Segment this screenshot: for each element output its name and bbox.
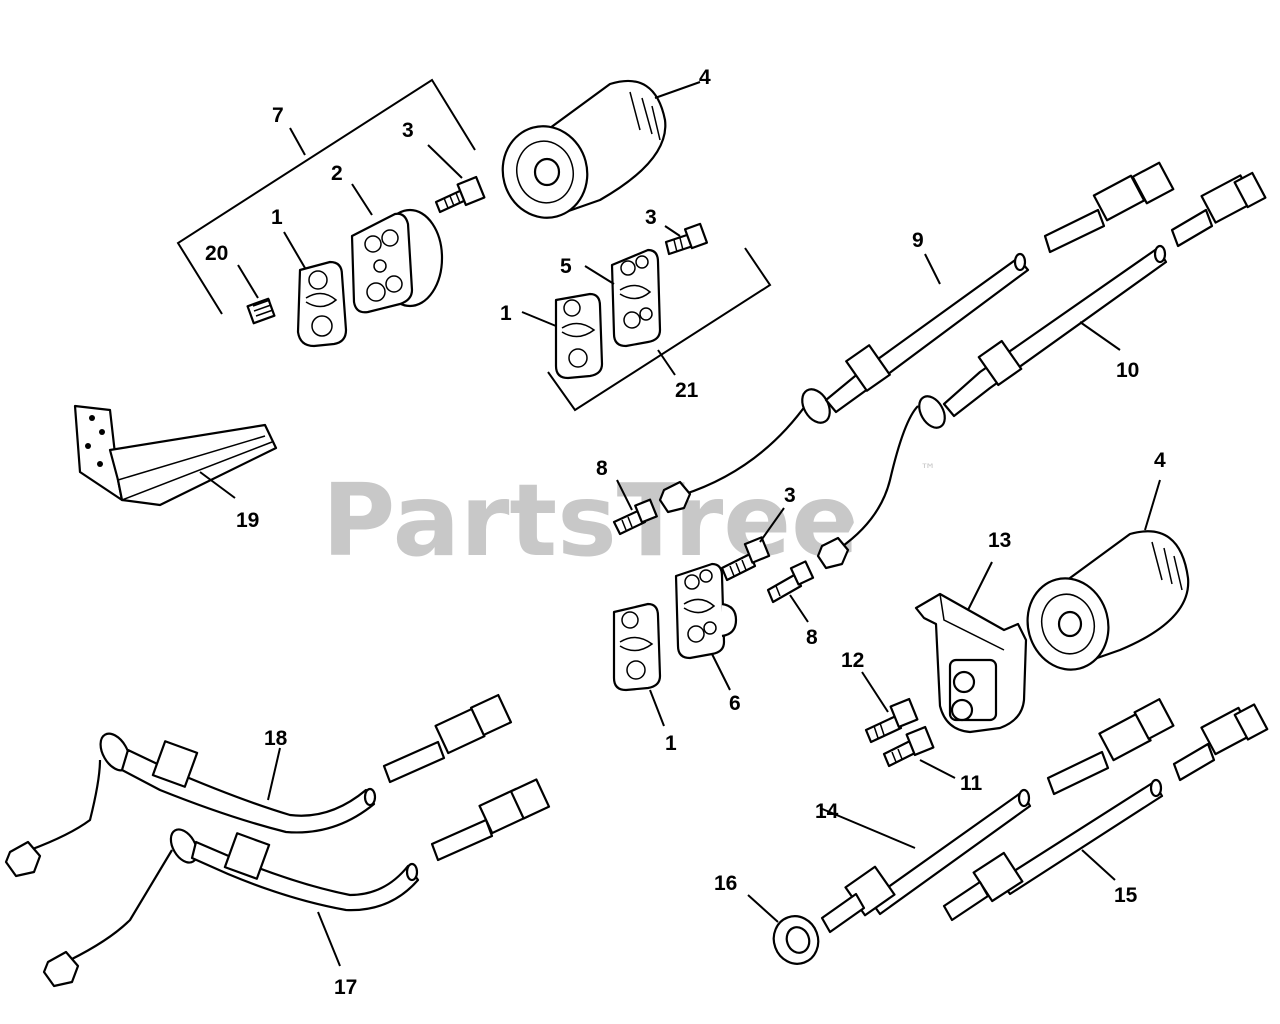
- part-5-adapter-plate: [584, 248, 662, 348]
- callout-7: 7: [272, 104, 284, 127]
- part-8-fitting-right: [766, 560, 815, 623]
- part-9-oil-hose: [658, 161, 1175, 514]
- part-1-gasket-mid: [521, 292, 604, 380]
- callout-8-left: 8: [596, 457, 608, 480]
- callout-9: 9: [912, 229, 924, 252]
- part-13-remote-filter-mount: [914, 561, 1028, 734]
- callout-5: 5: [560, 255, 572, 278]
- callout-3-mid: 3: [645, 206, 657, 229]
- callout-16: 16: [714, 872, 737, 895]
- callout-3-top: 3: [402, 119, 414, 142]
- part-14-oil-hose: [819, 698, 1175, 934]
- callout-3-lower: 3: [784, 484, 796, 507]
- callout-13: 13: [988, 529, 1011, 552]
- watermark-trademark: ™: [920, 460, 936, 479]
- part-10-oil-hose: [816, 171, 1267, 570]
- part-3-bolt-lower: [720, 507, 785, 582]
- part-8-fitting-left: [612, 479, 658, 536]
- part-1-gasket-lower: [612, 602, 665, 727]
- callout-1-top: 1: [271, 206, 283, 229]
- part-3-adapter-bolt-top: [427, 144, 486, 214]
- callout-21: 21: [675, 379, 699, 402]
- callout-20: 20: [205, 242, 228, 265]
- callout-4-lower: 4: [1154, 449, 1166, 472]
- callout-19: 19: [236, 509, 259, 532]
- callout-11: 11: [960, 772, 983, 795]
- part-11-fitting: [882, 725, 956, 779]
- callout-4-top: 4: [699, 66, 711, 89]
- callout-17: 17: [334, 976, 357, 999]
- callout-10: 10: [1116, 359, 1139, 382]
- part-16-washer: [747, 894, 820, 965]
- callout-1-mid: 1: [500, 302, 512, 325]
- assembly-7-bracket: [176, 78, 476, 315]
- part-15-oil-hose: [942, 703, 1269, 922]
- part-1-gasket-top: [283, 231, 348, 348]
- part-20-pipe-plug: [237, 264, 276, 325]
- part-2-filter-adapter: [350, 183, 444, 314]
- part-4-oil-filter-lower: [1026, 479, 1190, 671]
- watermark-text: PartsTree: [322, 462, 859, 579]
- part-19-mounting-bracket: [73, 404, 278, 507]
- callout-6: 6: [729, 692, 741, 715]
- part-4-oil-filter-top: [501, 79, 701, 219]
- part-6-adapter-plate: [674, 562, 738, 691]
- callout-15: 15: [1114, 884, 1138, 907]
- assembly-21-bracket: [547, 247, 772, 412]
- callout-18: 18: [264, 727, 288, 750]
- callout-2: 2: [331, 162, 343, 185]
- callout-8-right: 8: [806, 626, 818, 649]
- part-12-fitting: [861, 671, 919, 744]
- callout-14: 14: [815, 800, 839, 823]
- part-3-bolt-mid: [664, 222, 709, 256]
- callout-1-lower: 1: [665, 732, 677, 755]
- part-17-oil-hose: [42, 778, 551, 988]
- part-18-oil-hose: [4, 693, 513, 878]
- callout-12: 12: [841, 649, 864, 672]
